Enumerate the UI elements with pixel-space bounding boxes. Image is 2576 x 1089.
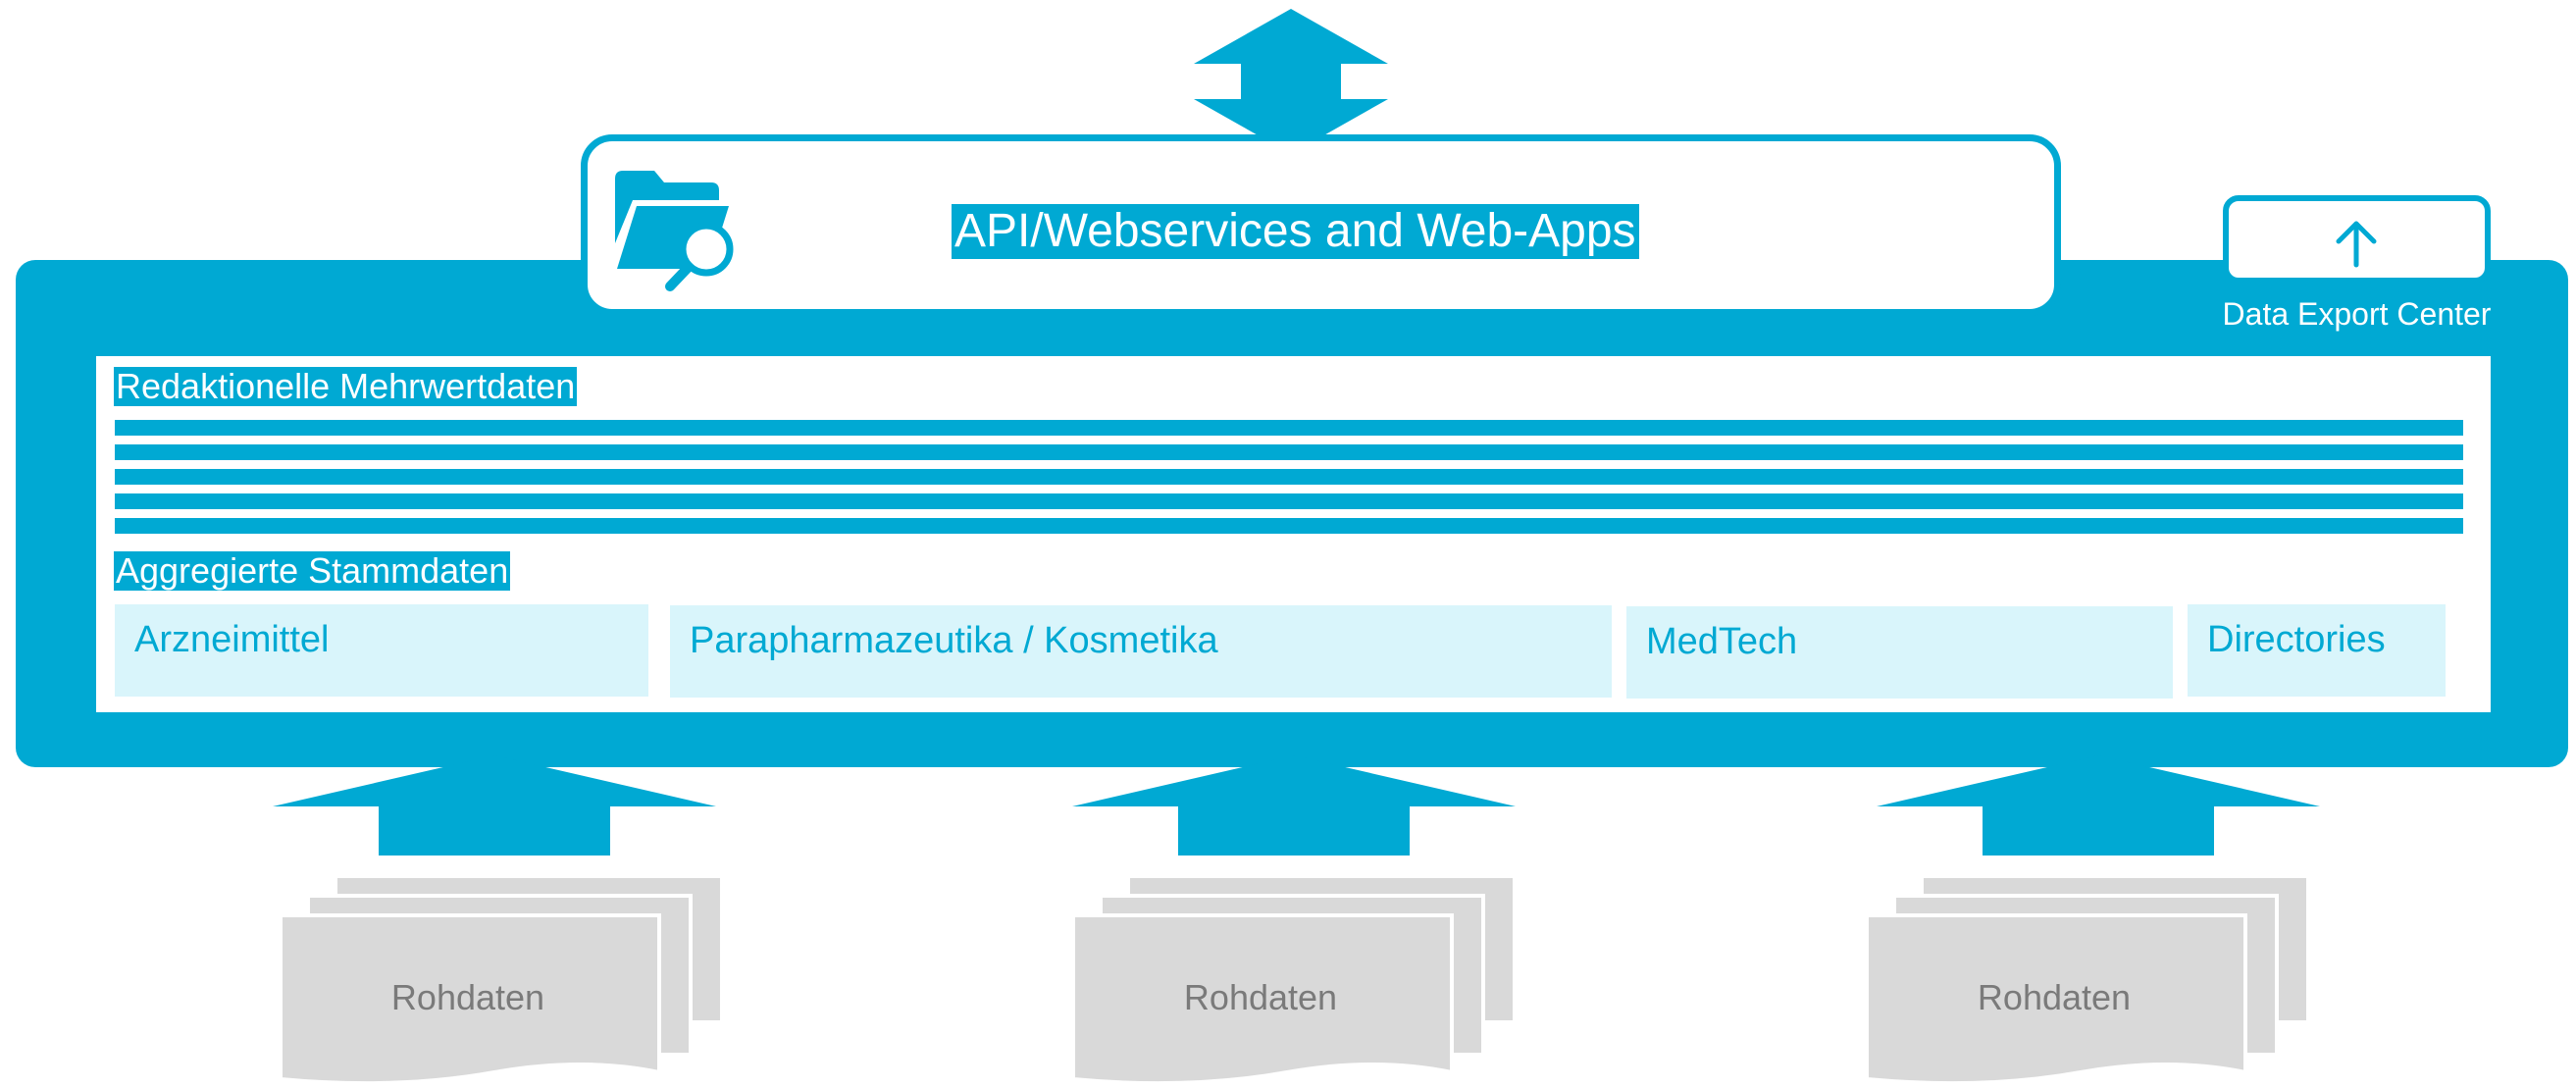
data-stripe	[115, 420, 2463, 436]
section-label-redaktionell: Redaktionelle Mehrwertdaten	[114, 366, 578, 406]
section-label-aggregiert: Aggregierte Stammdaten	[114, 550, 511, 591]
api-title: API/Webservices and Web-Apps	[952, 204, 1639, 259]
category-arzneimittel: Arzneimittel	[115, 604, 648, 697]
data-stripe	[115, 469, 2463, 485]
bidirectional-arrow-icon	[1194, 9, 1388, 154]
up-arrow-icon	[1072, 755, 1516, 856]
folder-search-icon	[615, 171, 734, 291]
raw-data-documents	[279, 878, 720, 1086]
category-directories: Directories	[2188, 604, 2446, 697]
raw-data-documents	[1071, 878, 1513, 1086]
up-arrow-icon	[273, 755, 716, 856]
magnifier-handle	[665, 262, 694, 291]
data-stripe	[115, 518, 2463, 534]
category-parapharmazeutika: Parapharmazeutika / Kosmetika	[670, 605, 1612, 698]
api-webservices-box	[581, 134, 2061, 316]
raw-data-documents	[1865, 878, 2306, 1086]
data-stripe	[115, 444, 2463, 460]
arrow-up-icon	[2336, 221, 2377, 268]
data-export-center-label: Data Export Center	[2222, 296, 2492, 332]
raw-data-label: Rohdaten	[1977, 977, 2132, 1017]
top-arrow-shape	[1194, 9, 1388, 154]
category-medtech: MedTech	[1626, 606, 2173, 699]
raw-data-label: Rohdaten	[1183, 977, 1338, 1017]
data-export-center-button[interactable]	[2223, 195, 2491, 284]
up-arrow-icon	[1877, 755, 2320, 856]
folder-back	[615, 171, 719, 243]
data-stripe	[115, 493, 2463, 509]
raw-data-label: Rohdaten	[390, 977, 545, 1017]
